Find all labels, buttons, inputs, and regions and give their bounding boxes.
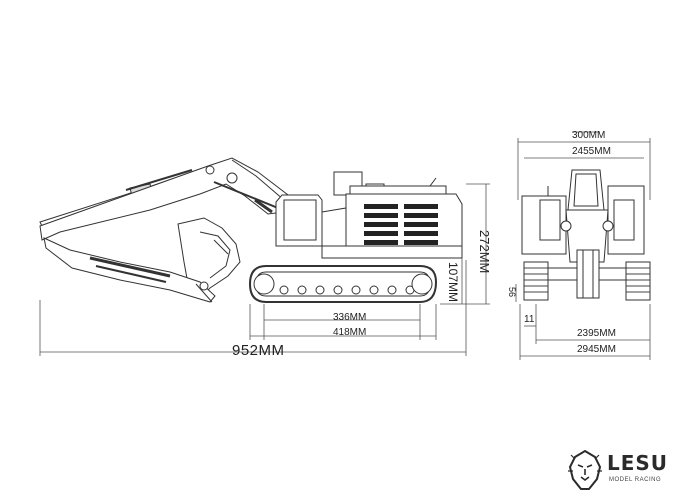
- ground-clearance-label: 107MM: [446, 262, 460, 303]
- front-small-height-label: 56: [507, 287, 517, 298]
- track-roller: [387, 285, 397, 295]
- front-track-gauge-label: 2395MM: [577, 328, 616, 339]
- excavator-bucket: [43, 217, 241, 303]
- track-roller: [333, 285, 343, 295]
- excavator-tracks: [248, 265, 438, 303]
- front-track-links: [524, 267, 650, 293]
- track-rollers: [279, 285, 415, 295]
- front-view: [521, 169, 651, 301]
- brand-name: LESU: [607, 451, 669, 475]
- front-dimension-lines: [515, 131, 651, 360]
- track-length-label: 418MM: [333, 327, 367, 338]
- track-roller: [279, 285, 289, 295]
- track-roller: [297, 285, 307, 295]
- track-contact-label: 336MM: [333, 312, 367, 323]
- lesu-logo: LESU MODEL RACING: [567, 447, 687, 493]
- side-view: [39, 157, 463, 303]
- front-top-width-label: 300MM: [572, 130, 606, 141]
- track-roller: [369, 285, 379, 295]
- engine-vents: [364, 204, 438, 245]
- brand-tagline: MODEL RACING: [609, 477, 662, 483]
- excavator-boom: [39, 157, 301, 241]
- front-width-upper-label: 2455MM: [572, 146, 611, 157]
- side-dimension-lines: [39, 183, 490, 356]
- overall-length-label: 952MM: [232, 342, 285, 359]
- front-total-width-label: 2945MM: [577, 344, 616, 355]
- track-roller: [351, 285, 361, 295]
- front-small-width-label: 11: [524, 314, 535, 325]
- lion-head-icon: [568, 449, 602, 490]
- excavator-upper-body: [275, 171, 463, 259]
- track-roller: [315, 285, 325, 295]
- overall-height-label: 272MM: [477, 230, 492, 274]
